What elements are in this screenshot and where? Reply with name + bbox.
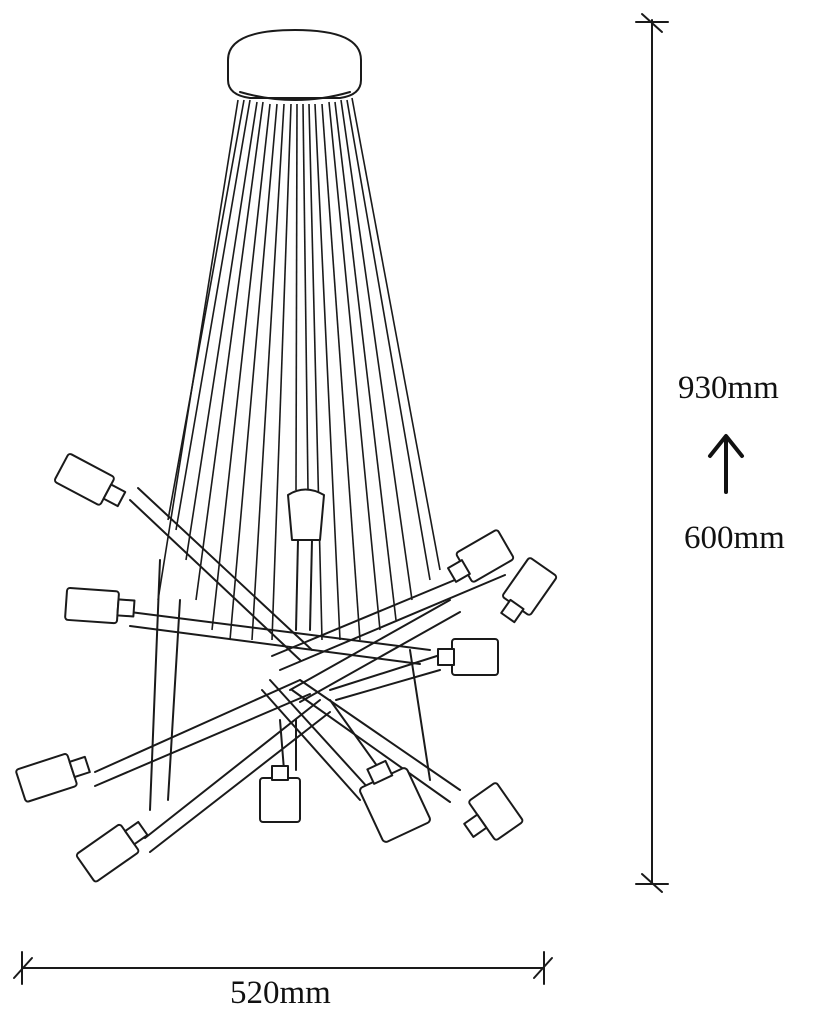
lamp-sockets	[15, 453, 558, 883]
height-dimension-line	[635, 13, 669, 893]
height-min-label: 600mm	[684, 520, 785, 556]
width-label: 520mm	[230, 975, 331, 1011]
center-pendant	[287, 488, 325, 631]
socket-right	[437, 638, 499, 676]
ceiling-canopy	[227, 29, 362, 101]
suspension-rods	[157, 97, 441, 641]
socket-upper-left	[53, 453, 127, 508]
socket-bottom-right	[463, 782, 524, 841]
socket-lower-left	[15, 753, 91, 803]
socket-bottom-left	[75, 820, 149, 883]
socket-upper-right	[447, 529, 515, 583]
height-max-label: 930mm	[678, 370, 779, 406]
socket-left	[64, 587, 136, 625]
lamp-arms	[94, 487, 506, 853]
socket-bottom-right-large	[359, 759, 431, 843]
socket-upper-right-2	[500, 557, 558, 624]
up-arrow-icon	[708, 434, 744, 494]
width-dimension-line	[13, 951, 553, 985]
socket-center-bottom	[259, 765, 301, 823]
